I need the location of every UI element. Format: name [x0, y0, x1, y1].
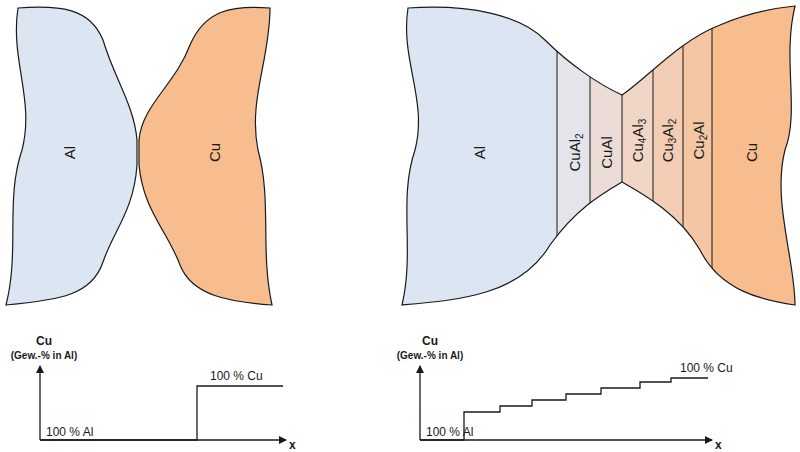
material-name: Cu [745, 142, 760, 161]
aluminium-region: Al [63, 145, 78, 158]
level-label: 100 % Al [46, 426, 93, 439]
material-name: Cu4Al3 [631, 118, 646, 162]
concentration-graph [420, 366, 712, 440]
copper-region: Cu [208, 142, 223, 161]
material-name: CuAl2 [566, 133, 581, 171]
aluminium-part [6, 7, 137, 305]
concentration-graph [40, 366, 286, 440]
level-label: 100 % Cu [210, 370, 263, 383]
phase-band: CuAl [598, 136, 613, 169]
axis-label: Cu [36, 335, 52, 348]
phase-band: Cu4Al3 [631, 118, 646, 162]
phase-band: Cu2Al [691, 121, 706, 159]
axis-label: Cu [422, 335, 438, 348]
material-name: CuAl [598, 136, 613, 169]
joined-specimen [395, 0, 800, 320]
phase-band: CuAl2 [566, 133, 581, 171]
level-label: 100 % Cu [680, 362, 733, 375]
material-name: Cu [208, 142, 223, 161]
copper-part [139, 7, 272, 305]
axis-label: x [289, 439, 296, 452]
material-name: Cu2Al [691, 121, 706, 159]
material-name: Cu3Al2 [661, 118, 676, 162]
copper-region: Cu [745, 142, 760, 161]
material-name: Al [473, 145, 488, 158]
axis-label: x [715, 439, 722, 452]
axis-unit: (Gew.-% in Al) [11, 350, 77, 361]
level-label: 100 % Al [426, 426, 473, 439]
aluminium-region: Al [473, 145, 488, 158]
phase-band: Cu3Al2 [661, 118, 676, 162]
specimen-outline [402, 6, 795, 305]
material-name: Al [63, 145, 78, 158]
axis-unit: (Gew.-% in Al) [397, 350, 463, 361]
